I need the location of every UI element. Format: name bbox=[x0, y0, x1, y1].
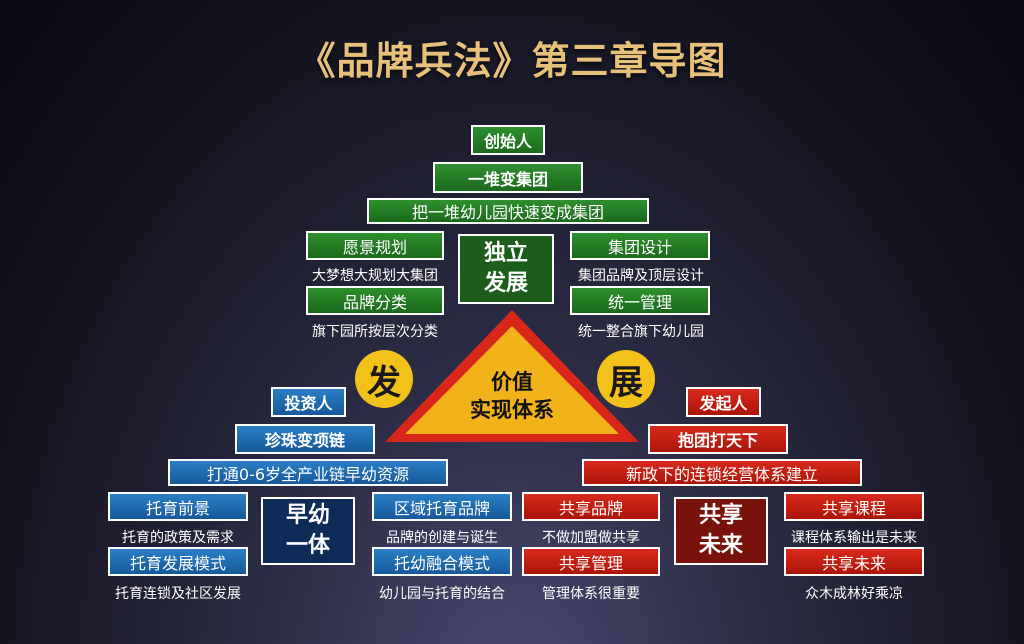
left-left-item-2: 托育发展模式 bbox=[108, 547, 248, 576]
top-right-item-1: 集团设计 bbox=[570, 231, 710, 260]
right-right-caption-2: 众木成林好乘凉 bbox=[805, 586, 903, 602]
top-level3-box: 把一堆幼儿园快速变成集团 bbox=[367, 198, 649, 224]
right-left-caption-2: 管理体系很重要 bbox=[542, 586, 640, 602]
triangle-line-1: 价值 bbox=[491, 369, 533, 394]
left-left-caption-1: 托育的政策及需求 bbox=[122, 530, 234, 546]
left-center-block: 早幼 一体 bbox=[261, 497, 355, 565]
right-center-line-1: 共享 bbox=[698, 503, 743, 528]
left-left-item-1: 托育前景 bbox=[108, 492, 248, 521]
top-right-item-2: 统一管理 bbox=[570, 286, 710, 315]
top-left-item-1: 愿景规划 bbox=[306, 231, 444, 260]
right-right-item-2: 共享未来 bbox=[784, 547, 924, 576]
right-center-block: 共享 未来 bbox=[674, 497, 768, 565]
right-right-item-1: 共享课程 bbox=[784, 492, 924, 521]
left-center-line-1: 早幼 bbox=[285, 503, 330, 528]
top-left-item-2: 品牌分类 bbox=[306, 286, 444, 315]
left-center-line-2: 一体 bbox=[285, 533, 330, 558]
left-level3-box: 打通0-6岁全产业链早幼资源 bbox=[168, 459, 448, 486]
top-center-block: 独立 发展 bbox=[458, 234, 554, 304]
right-right-caption-1: 课程体系输出是未来 bbox=[791, 530, 917, 546]
left-left-caption-2: 托育连锁及社区发展 bbox=[115, 586, 241, 602]
top-left-caption-1: 大梦想大规划大集团 bbox=[312, 268, 438, 284]
left-right-caption-2: 幼儿园与托育的结合 bbox=[379, 586, 505, 602]
triangle-line-2: 实现体系 bbox=[470, 397, 554, 422]
top-right-caption-1: 集团品牌及顶层设计 bbox=[578, 268, 704, 284]
left-level2-box: 珍珠变项链 bbox=[235, 424, 375, 454]
circle-left: 发 bbox=[355, 350, 413, 408]
top-level1-box: 创始人 bbox=[471, 125, 545, 155]
right-level3-box: 新政下的连锁经营体系建立 bbox=[582, 459, 862, 486]
left-right-item-2: 托幼融合模式 bbox=[372, 547, 512, 576]
right-left-item-2: 共享管理 bbox=[522, 547, 660, 576]
right-left-caption-1: 不做加盟做共享 bbox=[542, 530, 640, 546]
right-center-line-2: 未来 bbox=[698, 533, 743, 558]
left-right-item-1: 区域托育品牌 bbox=[372, 492, 512, 521]
top-center-line-1: 独立 bbox=[483, 241, 528, 266]
circle-right: 展 bbox=[597, 350, 655, 408]
left-right-caption-1: 品牌的创建与诞生 bbox=[386, 530, 498, 546]
triangle-label: 价值 实现体系 bbox=[432, 368, 592, 424]
top-center-line-2: 发展 bbox=[483, 271, 528, 296]
right-level2-box: 抱团打天下 bbox=[648, 424, 788, 454]
page-title: 《品牌兵法》第三章导图 bbox=[297, 38, 727, 83]
right-level1-box: 发起人 bbox=[686, 387, 761, 417]
top-left-caption-2: 旗下园所按层次分类 bbox=[312, 324, 438, 340]
left-level1-box: 投资人 bbox=[271, 387, 346, 417]
top-level2-box: 一堆变集团 bbox=[433, 162, 583, 193]
top-right-caption-2: 统一整合旗下幼儿园 bbox=[578, 324, 704, 340]
right-left-item-1: 共享品牌 bbox=[522, 492, 660, 521]
